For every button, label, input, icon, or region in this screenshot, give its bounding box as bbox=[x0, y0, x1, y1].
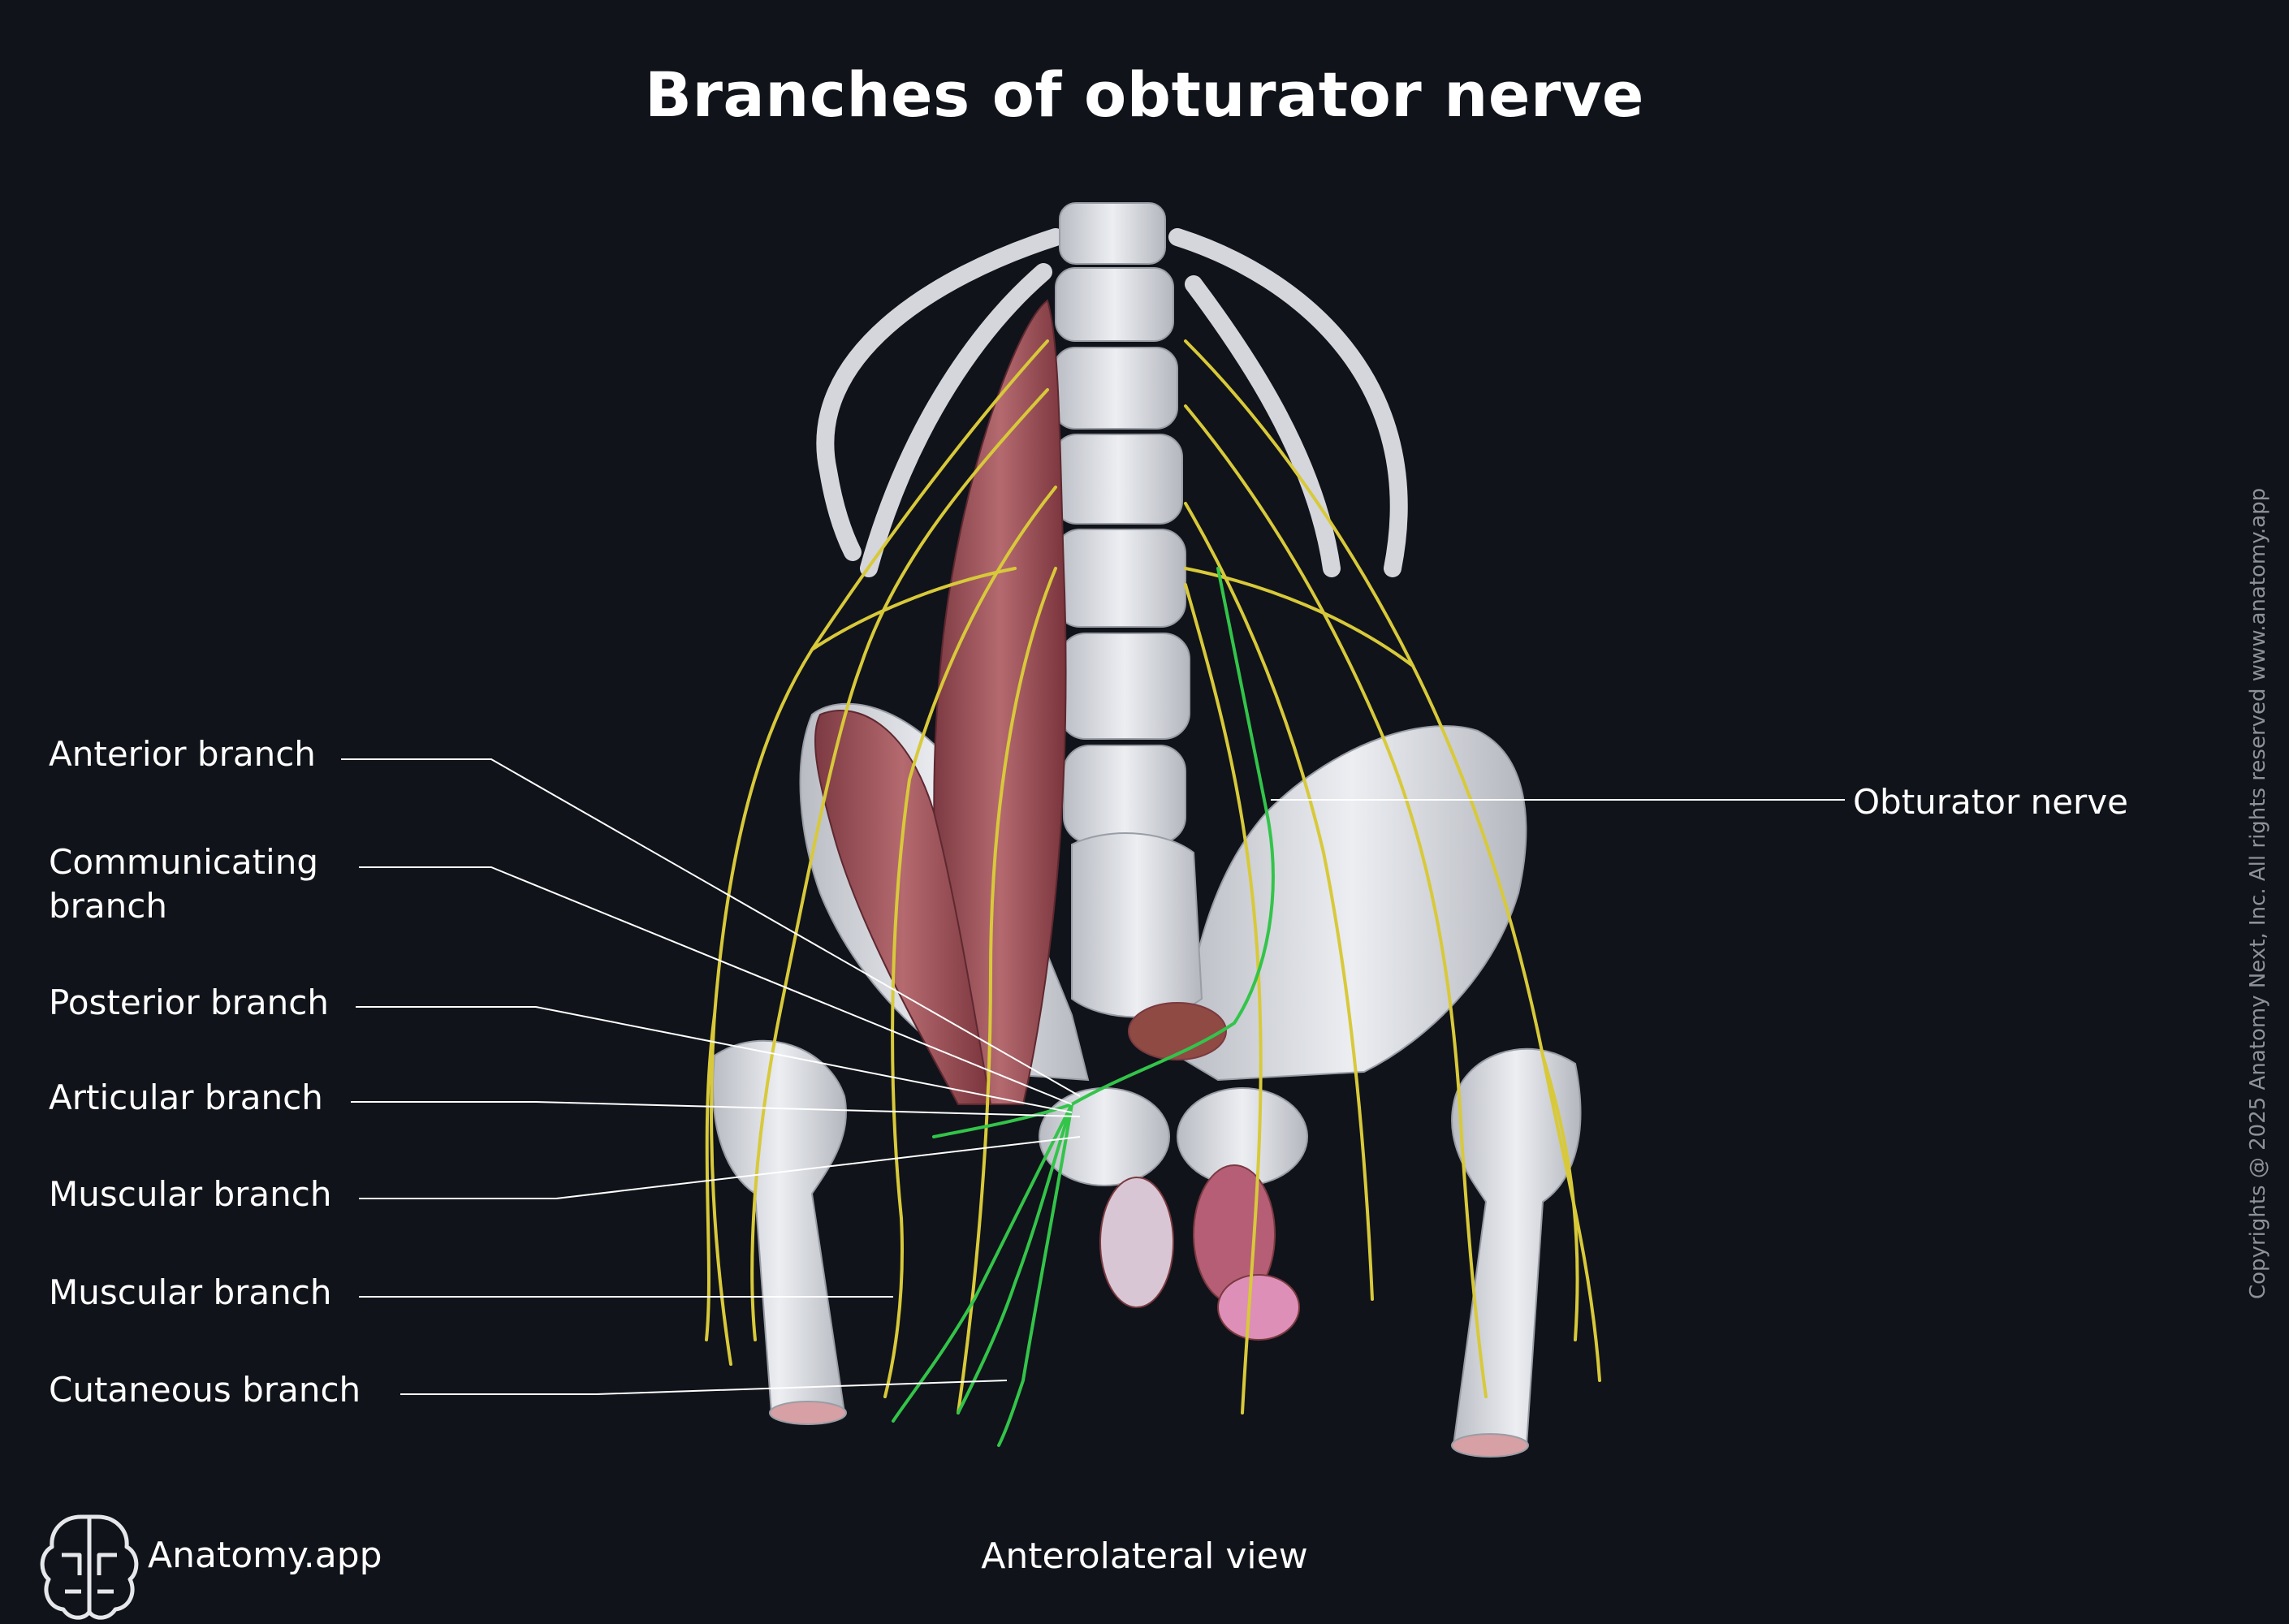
obturator-nerve-branches bbox=[892, 567, 1275, 1447]
copyright-notice: Copyrights @ 2025 Anatomy Next, Inc. All… bbox=[2246, 487, 2270, 1299]
ribs bbox=[816, 228, 1408, 577]
label-obturator-nerve: Obturator nerve bbox=[1853, 782, 2129, 822]
lumbar-vertebrae bbox=[1053, 202, 1190, 844]
pelvic-organs bbox=[1099, 1002, 1300, 1341]
label-muscular-branch-2: Muscular branch bbox=[49, 1272, 332, 1312]
label-muscular-branch-1: Muscular branch bbox=[49, 1174, 332, 1214]
label-anterior-branch: Anterior branch bbox=[49, 734, 316, 774]
label-cutaneous-branch: Cutaneous branch bbox=[49, 1370, 361, 1410]
label-communicating-branch: Communicating branch bbox=[49, 842, 319, 926]
view-caption: Anterolateral view bbox=[981, 1535, 1308, 1577]
lumbar-plexus-nerves bbox=[705, 339, 1601, 1415]
label-posterior-branch: Posterior branch bbox=[49, 983, 329, 1022]
brand-name[interactable]: Anatomy.app bbox=[148, 1535, 382, 1576]
label-articular-branch: Articular branch bbox=[49, 1078, 323, 1117]
psoas-muscle bbox=[814, 299, 1067, 1105]
brand-logo-icon bbox=[40, 1514, 139, 1620]
femurs bbox=[712, 1039, 1582, 1458]
leader-lines bbox=[341, 758, 1845, 1395]
page-title: Branches of obturator nerve bbox=[645, 58, 1644, 131]
